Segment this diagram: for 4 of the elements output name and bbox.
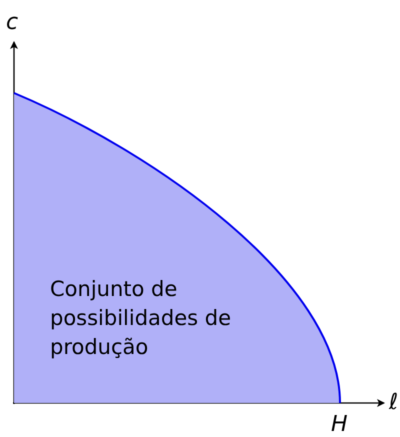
axis-label: ℓ bbox=[389, 392, 398, 414]
tick-label: H bbox=[331, 414, 348, 436]
region-label: Conjunto de possibilidades de produção bbox=[50, 276, 232, 361]
axis-label: c bbox=[6, 12, 18, 34]
